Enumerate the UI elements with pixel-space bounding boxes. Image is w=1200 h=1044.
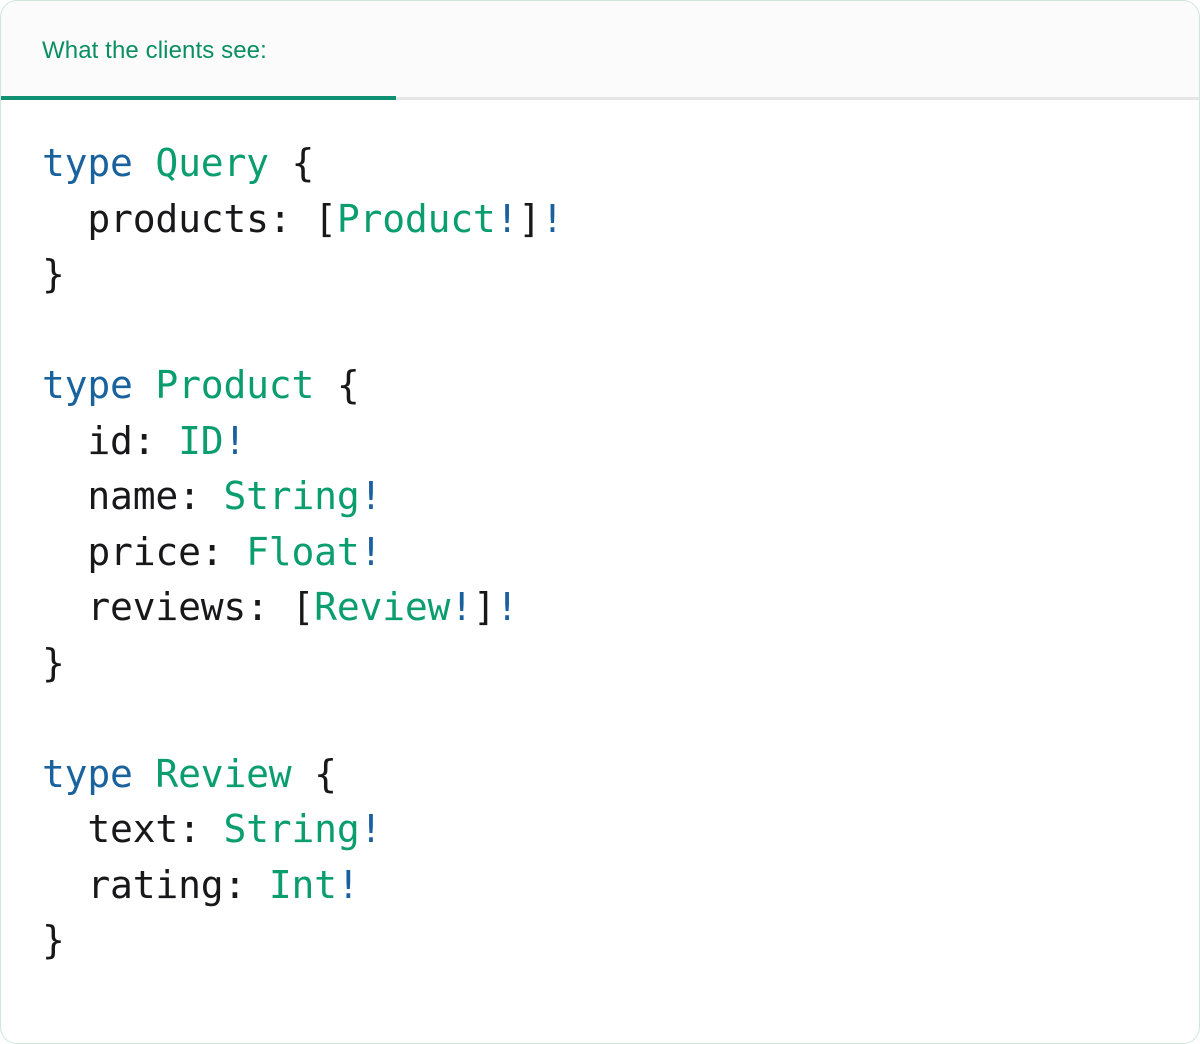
code-token-punct: :	[178, 474, 201, 518]
code-token-field: products	[87, 196, 269, 241]
code-token-type: String	[223, 474, 360, 518]
code-block: type Query { products: [Product!]! } typ…	[1, 100, 1199, 969]
code-token-brace: {	[314, 751, 337, 796]
code-token-bang: !	[359, 529, 383, 574]
code-token-brace: {	[336, 363, 360, 407]
code-token-type: Int	[268, 862, 337, 907]
tab-label: What the clients see:	[42, 36, 267, 64]
code-token-type: Product	[155, 363, 315, 407]
code-token-punct: :	[246, 585, 269, 629]
code-token-kw: type	[42, 141, 133, 185]
code-token-type: String	[223, 807, 360, 851]
code-token-field: reviews	[87, 585, 247, 629]
code-token-punct: [	[314, 196, 337, 241]
code-token-type: Review	[155, 751, 292, 796]
tab-active-underline	[1, 96, 396, 100]
code-token-kw: type	[42, 751, 133, 796]
code-token-type: Query	[155, 141, 269, 185]
code-token-bang: !	[359, 807, 383, 851]
code-token-punct: :	[200, 529, 224, 574]
code-token-punct: ]	[518, 196, 541, 241]
code-token-bang: !	[450, 585, 473, 629]
code-token-punct: :	[132, 418, 156, 463]
code-token-field: rating	[87, 862, 224, 907]
code-token-bang: !	[359, 474, 383, 518]
graphql-schema-code: type Query { products: [Product!]! } typ…	[42, 136, 1199, 969]
code-token-punct: ]	[472, 585, 496, 629]
code-token-punct: :	[178, 807, 201, 851]
code-token-field: name	[87, 474, 179, 518]
tab-strip: What the clients see:	[1, 1, 1199, 100]
code-token-bang: !	[540, 196, 564, 241]
code-token-kw: type	[42, 363, 133, 407]
tab-what-the-clients-see[interactable]: What the clients see:	[1, 1, 396, 100]
code-token-punct: :	[223, 862, 247, 907]
code-token-brace: }	[42, 252, 65, 296]
code-token-bang: !	[495, 196, 519, 241]
code-token-field: id	[87, 418, 133, 463]
code-token-brace: }	[42, 918, 65, 962]
code-token-brace: }	[42, 640, 65, 685]
code-token-punct: :	[268, 196, 292, 241]
code-token-field: text	[87, 807, 179, 851]
code-token-type: Product	[336, 196, 496, 241]
code-token-brace: {	[291, 141, 315, 185]
tab-strip-divider	[1, 97, 1199, 100]
code-token-field: price	[87, 529, 201, 574]
code-token-punct: [	[291, 585, 315, 629]
code-token-type: Float	[246, 529, 360, 574]
code-token-type: Review	[314, 585, 451, 629]
code-token-bang: !	[223, 418, 247, 463]
code-token-type: ID	[178, 418, 224, 463]
code-token-bang: !	[336, 862, 360, 907]
code-token-bang: !	[495, 585, 519, 629]
